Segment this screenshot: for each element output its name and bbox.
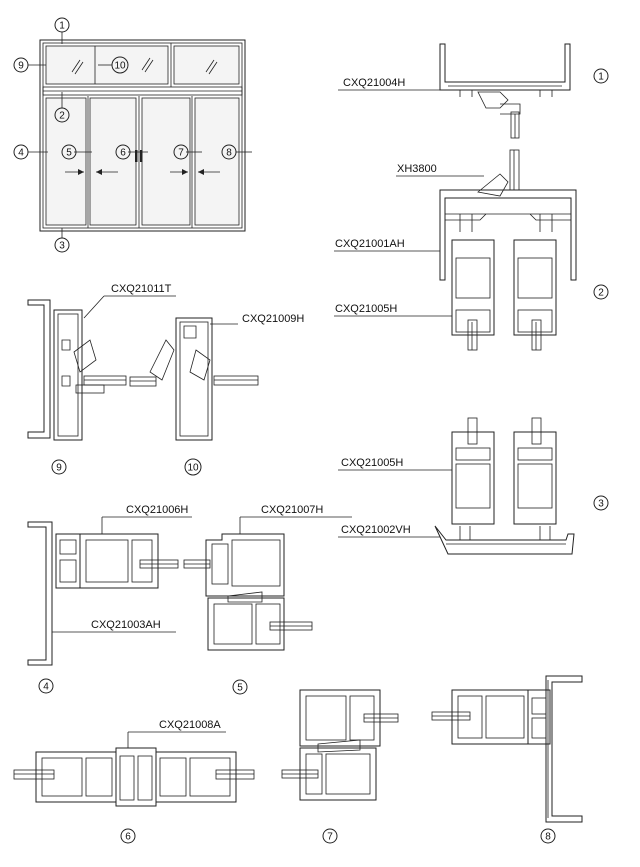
callout-8: 8 xyxy=(221,144,237,160)
callout-10: 10 xyxy=(111,56,129,74)
svg-text:8: 8 xyxy=(226,148,232,159)
svg-text:9: 9 xyxy=(18,61,24,72)
svg-text:3: 3 xyxy=(59,241,65,252)
svg-text:5: 5 xyxy=(66,148,72,159)
svg-text:2: 2 xyxy=(59,111,65,122)
leader-cxq21011t xyxy=(83,295,105,319)
section-7-profile xyxy=(281,689,399,801)
label-cxq21004h: CXQ21004H xyxy=(343,77,405,89)
label-cxq21008a: CXQ21008A xyxy=(159,719,221,731)
svg-text:4: 4 xyxy=(18,148,24,159)
section-label-8: 8 xyxy=(540,828,556,844)
callout-4: 4 xyxy=(13,144,29,160)
section-label-9: 9 xyxy=(51,459,67,475)
label-cxq21005h-b: CXQ21005H xyxy=(341,457,403,469)
label-cxq21006h: CXQ21006H xyxy=(126,504,188,516)
section-8-profile xyxy=(431,675,583,823)
section-label-10: 10 xyxy=(184,458,202,476)
svg-text:10: 10 xyxy=(187,463,199,474)
svg-text:5: 5 xyxy=(237,683,243,694)
callout-2: 2 xyxy=(54,107,70,123)
svg-text:4: 4 xyxy=(43,682,49,693)
callout-9: 9 xyxy=(13,57,29,73)
section-3-profile xyxy=(434,417,575,555)
elevation-view xyxy=(28,32,252,238)
callout-7: 7 xyxy=(173,144,189,160)
section-label-1: 1 xyxy=(593,68,609,84)
callout-1: 1 xyxy=(54,17,70,33)
section-9-profile xyxy=(27,299,127,441)
section-label-4: 4 xyxy=(38,678,54,694)
section-label-5: 5 xyxy=(232,679,248,695)
callout-5: 5 xyxy=(61,144,77,160)
label-cxq21002vh: CXQ21002VH xyxy=(341,524,411,536)
svg-text:8: 8 xyxy=(545,832,551,843)
svg-text:10: 10 xyxy=(114,61,126,72)
section-10-profile xyxy=(129,317,259,441)
section-4-profile xyxy=(27,521,179,666)
svg-text:1: 1 xyxy=(598,72,604,83)
svg-text:6: 6 xyxy=(125,832,131,843)
section-2-profile xyxy=(439,149,577,351)
label-cxq21011t: CXQ21011T xyxy=(111,283,172,295)
section-label-2: 2 xyxy=(593,284,609,300)
svg-text:7: 7 xyxy=(327,832,333,843)
label-xh3800: XH3800 xyxy=(397,163,437,175)
svg-text:9: 9 xyxy=(56,463,62,474)
svg-text:6: 6 xyxy=(120,148,126,159)
section-5-profile xyxy=(183,533,313,651)
section-label-7: 7 xyxy=(322,828,338,844)
section-1-profile xyxy=(439,43,571,139)
label-cxq21001ah: CXQ21001AH xyxy=(335,238,405,250)
section-label-6: 6 xyxy=(120,828,136,844)
section-label-3: 3 xyxy=(593,495,609,511)
callout-3: 3 xyxy=(54,237,70,253)
label-cxq21007h: CXQ21007H xyxy=(261,504,323,516)
svg-text:7: 7 xyxy=(178,148,184,159)
section-6-profile xyxy=(13,747,255,807)
label-cxq21005h-a: CXQ21005H xyxy=(335,303,397,315)
callout-6: 6 xyxy=(115,144,131,160)
label-cxq21009h: CXQ21009H xyxy=(242,313,304,325)
svg-text:1: 1 xyxy=(59,21,65,32)
label-cxq21003ah: CXQ21003AH xyxy=(91,619,161,631)
svg-text:2: 2 xyxy=(598,288,604,299)
svg-text:3: 3 xyxy=(598,499,604,510)
